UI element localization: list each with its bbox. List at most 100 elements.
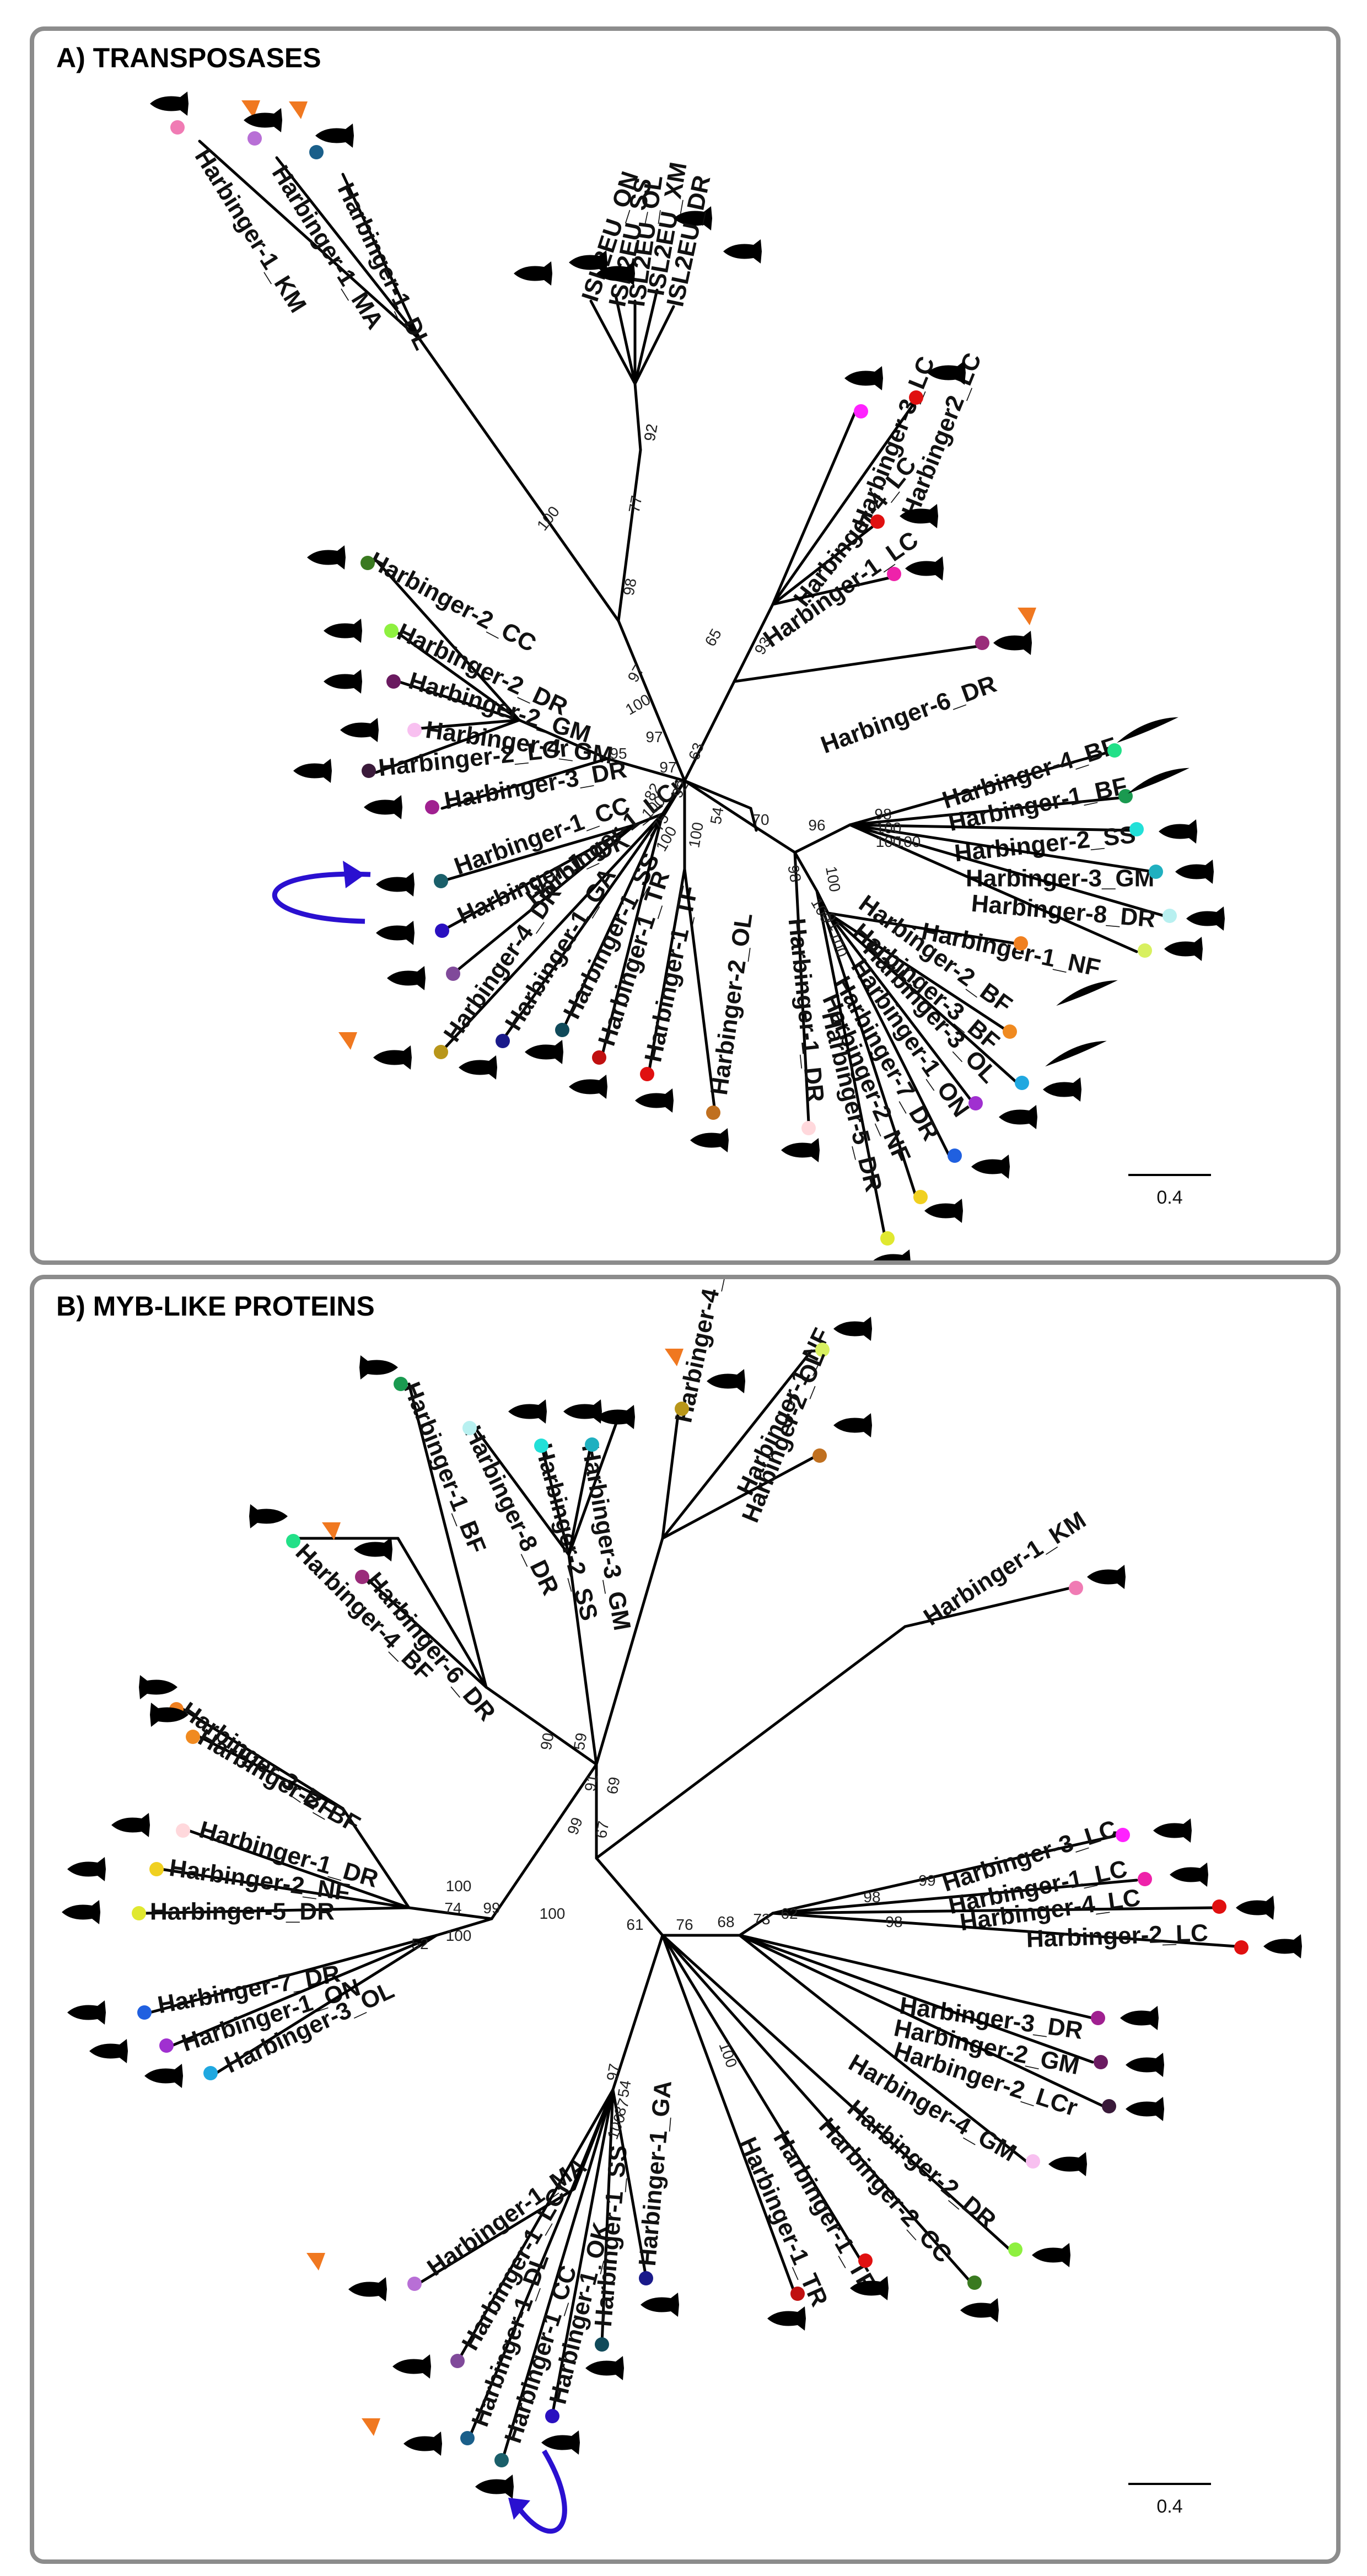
fish-silhouette-icon: [150, 1703, 189, 1727]
blue-arrowhead: [508, 2498, 530, 2520]
fish-silhouette-icon: [376, 921, 415, 945]
tip-color-dot: [132, 1906, 146, 1920]
lancelet-silhouette-icon: [1128, 768, 1190, 794]
tip-label: Harbinger-3_GM: [966, 865, 1154, 892]
tree-branch: [396, 1537, 488, 1689]
tree-branch: [661, 1349, 813, 1540]
tip-color-dot: [462, 1421, 477, 1435]
tip-color-dot: [1149, 865, 1163, 879]
tip-color-dot: [176, 1823, 190, 1838]
tip-color-dot: [1026, 2154, 1040, 2169]
fish-silhouette-icon: [514, 261, 552, 286]
fish-silhouette-icon: [1032, 2243, 1070, 2267]
tree-branch: [457, 2088, 615, 2362]
tree-branch: [198, 1735, 345, 1810]
fish-silhouette-icon: [905, 556, 944, 581]
tree-branch: [826, 911, 1017, 945]
tree-branch: [600, 812, 664, 1058]
tip-color-dot: [1212, 1899, 1226, 1914]
tree-branch: [198, 139, 422, 341]
tree-branch: [771, 575, 896, 606]
bootstrap-support-label: 65: [702, 626, 725, 649]
tree-branch: [407, 1906, 493, 1920]
tree-branch: [738, 1912, 774, 1937]
bootstrap-support-label: 98: [863, 1888, 880, 1906]
bootstrap-support-label: 70: [752, 811, 769, 828]
tip-color-dot: [362, 764, 376, 778]
fish-silhouette-icon: [1153, 1818, 1192, 1843]
fish-silhouette-icon: [244, 108, 282, 132]
tree-branch: [611, 2088, 648, 2279]
fish-silhouette-icon: [781, 1138, 820, 1162]
tip-color-dot: [149, 1862, 164, 1876]
fish-silhouette-icon: [525, 1040, 563, 1064]
bootstrap-support-label: 90: [537, 1731, 557, 1751]
tree-branch: [567, 1553, 598, 1766]
lancelet-silhouette-icon: [1117, 717, 1178, 743]
tree-branch: [485, 1686, 598, 1766]
tip-color-dot: [286, 1534, 300, 1548]
tree-branch: [683, 680, 736, 782]
fish-silhouette-icon: [1263, 1934, 1302, 1958]
tip-color-dot: [534, 1439, 548, 1453]
tree-branch: [848, 796, 1127, 827]
tip-color-dot: [425, 800, 439, 814]
tree-branch: [187, 1829, 411, 1909]
tree-branch: [633, 288, 659, 385]
fish-silhouette-icon: [541, 2430, 580, 2455]
tree-branch: [407, 1382, 488, 1689]
tree-branch: [661, 1934, 796, 2295]
bootstrap-support-label: 100: [876, 819, 902, 836]
bootstrap-support-label: 98: [784, 863, 804, 883]
tip-color-dot: [948, 1149, 962, 1163]
tree-branch: [793, 851, 810, 1124]
fish-silhouette-icon: [767, 2306, 806, 2331]
fish-silhouette-icon: [67, 2000, 106, 2025]
tree-branch: [771, 399, 918, 606]
bootstrap-support-label: 54: [615, 2079, 634, 2099]
tip-color-dot: [1138, 1872, 1152, 1886]
tree-branch: [363, 1575, 488, 1689]
tree-branch: [815, 889, 887, 1243]
fish-silhouette-icon: [585, 2356, 624, 2380]
myb-tree: Harbinger-4_DRHarbinger-1_NFHarbinger-2_…: [62, 1279, 1302, 2534]
tree-branch: [606, 757, 686, 782]
bootstrap-support-label: 98: [620, 577, 640, 597]
fish-silhouette-icon: [844, 366, 883, 390]
tree-branch: [600, 2088, 615, 2345]
tip-color-dot: [639, 2271, 653, 2285]
bootstrap-support-label: 73: [753, 1910, 770, 1928]
fish-silhouette-icon: [1236, 1896, 1274, 1920]
tree-branch: [562, 812, 664, 1031]
fish-silhouette-icon: [924, 1199, 963, 1223]
scale-bar-label: 0.4: [1156, 1187, 1182, 1208]
orange-triangle-marker: [362, 2418, 380, 2436]
tip-color-dot: [170, 120, 185, 135]
fish-silhouette-icon: [387, 966, 426, 990]
tree-branch: [738, 1934, 1028, 2163]
bootstrap-support-label: 61: [626, 1916, 643, 1933]
tree-branch: [771, 410, 857, 606]
tip-color-dot: [790, 2287, 805, 2301]
fish-silhouette-icon: [569, 250, 607, 275]
bootstrap-support-label: 100: [446, 1877, 472, 1895]
bootstrap-support-label: 62: [781, 1905, 798, 1922]
tip-color-dot: [555, 1023, 569, 1037]
fish-silhouette-icon: [144, 2064, 183, 2088]
tip-color-dot: [309, 145, 324, 159]
tree-branch: [374, 559, 521, 722]
fish-silhouette-icon: [900, 504, 938, 528]
bootstrap-support-label: 99: [483, 1899, 500, 1917]
orange-triangle-marker: [241, 100, 260, 118]
tip-label: Harbinger-6_DR: [817, 670, 1000, 759]
tip-color-dot: [1234, 1940, 1248, 1955]
tip-color-dot: [434, 874, 448, 888]
tip-color-dot: [968, 1096, 983, 1110]
tip-color-dot: [706, 1105, 720, 1120]
blue-curved-arrow: [517, 2449, 567, 2534]
panel-title-b: B) MYB-LIKE PROTEINS: [56, 1291, 375, 1322]
fish-silhouette-icon: [1164, 937, 1203, 961]
fish-silhouette-icon: [150, 92, 189, 116]
orange-triangle-marker: [1018, 608, 1036, 625]
tip-color-dot: [545, 2409, 559, 2423]
